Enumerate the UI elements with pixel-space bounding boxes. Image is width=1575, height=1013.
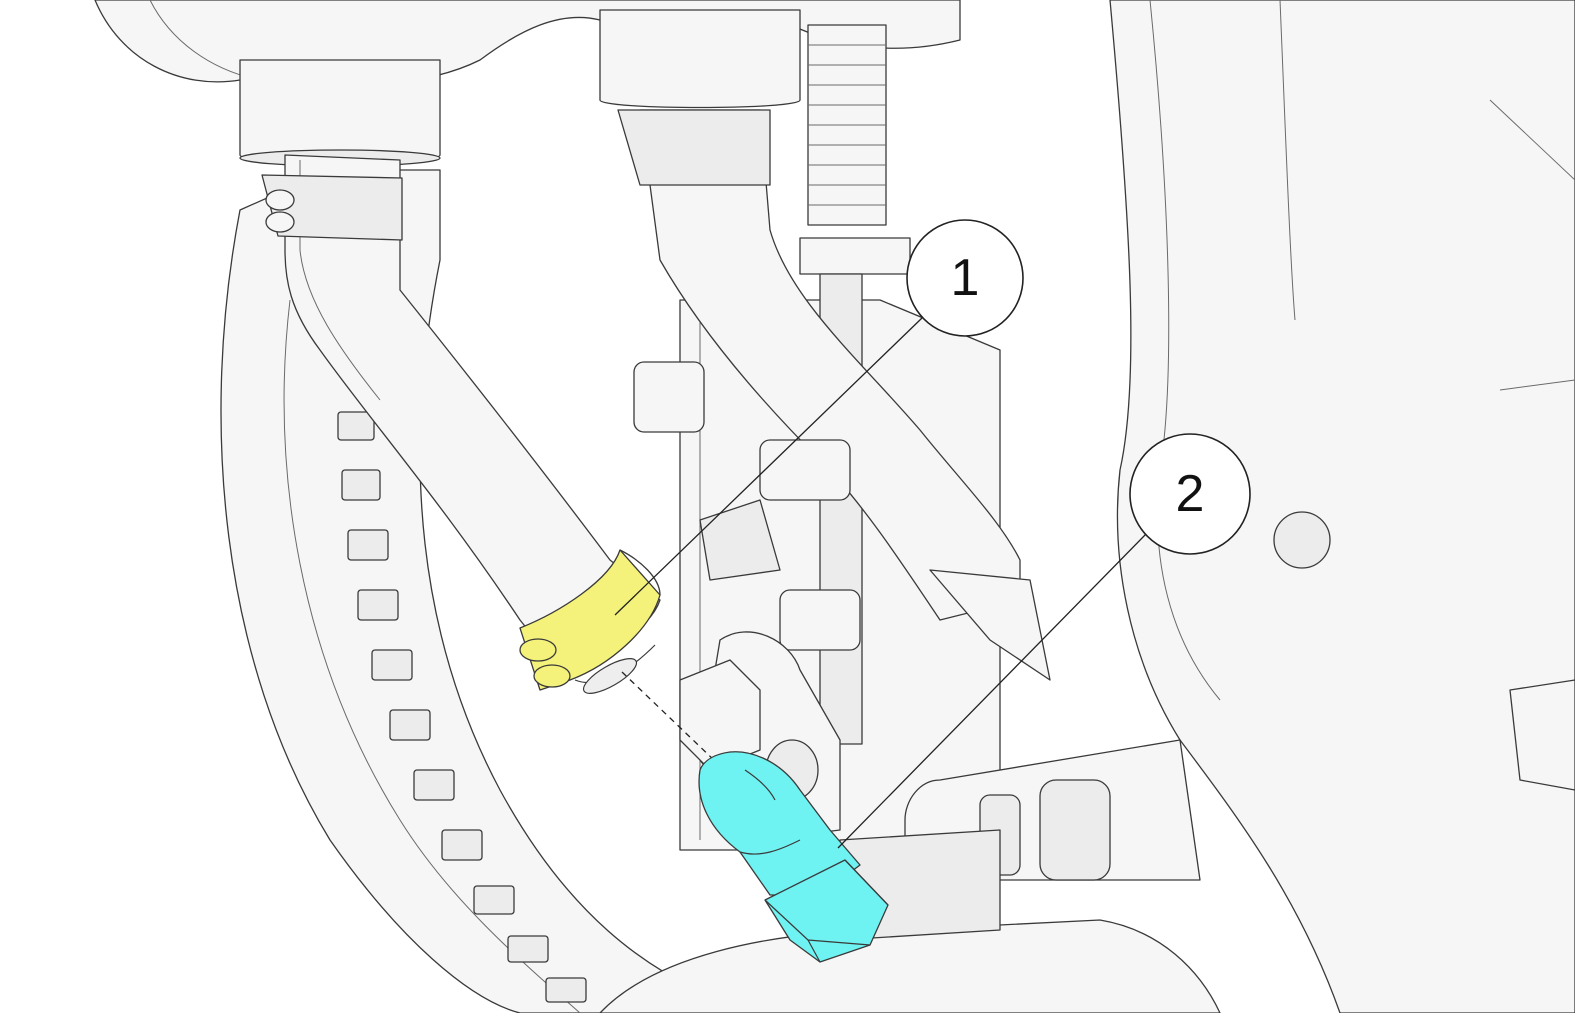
callout-2-label: 2 (1176, 465, 1205, 523)
housing-boss (1273, 511, 1331, 569)
left-hose (261, 154, 661, 671)
callout-1-circle (906, 219, 1024, 337)
clamp-ear-upper (519, 638, 557, 662)
right-housing (1109, 0, 1575, 1013)
flywheel-teeth (337, 411, 587, 1003)
hose-clamp (519, 549, 661, 694)
clamp-band (519, 549, 661, 691)
callout-1-label: 1 (951, 249, 980, 307)
callout-2: 2 (837, 433, 1251, 849)
clamp-ear-lower (533, 664, 571, 688)
callout-1: 1 (614, 219, 1024, 616)
left-top-cup (239, 59, 441, 164)
right-top-cup (599, 9, 801, 109)
hose-nipple-fitting (698, 751, 889, 963)
callout-2-leader (837, 531, 1149, 849)
callout-1-leader (614, 317, 923, 616)
nipple-barb (698, 751, 861, 896)
callout-2-circle (1129, 433, 1251, 555)
